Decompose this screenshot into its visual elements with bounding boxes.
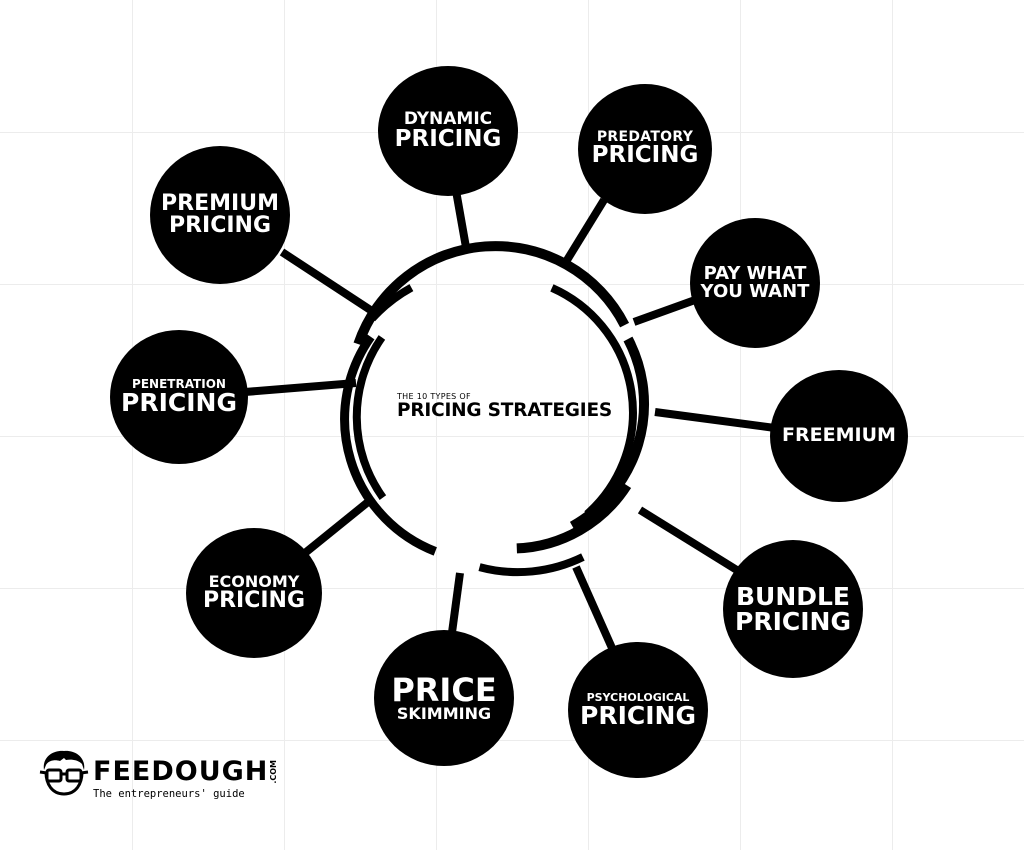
node-label-line2: PRICING [591,142,699,169]
feedough-logo[interactable]: FEEDOUGH .COM The entrepreneurs' guide [38,748,288,808]
node-skimming: PRICE SKIMMING [374,630,514,766]
hub-ring-outer [353,241,630,346]
hub-rings [340,241,650,577]
node-bundle: BUNDLE PRICING [723,540,863,678]
node-label-line2: PRICING [121,388,237,418]
node-freemium: FREEMIUM [770,370,908,502]
node-label-line1: PREMIUM [161,190,279,216]
node-label-line1: ECONOMY [208,571,300,591]
node-dynamic: DYNAMIC PRICING [378,66,518,196]
connector-skimming [447,572,464,641]
node-label-line2: PRICING [202,587,306,613]
node-label-line1: PSYCHOLOGICAL [586,690,690,704]
hub-ring-topleft [369,284,414,322]
node-label-line2: PRICING [580,700,696,730]
node-label-line1: PRICE [391,670,497,709]
hub-ring-lower [516,482,632,554]
node-pay-what-you-want: PAY WHAT YOU WANT [690,218,820,348]
node-label-line2: PRICING [735,607,851,636]
center-pretitle: THE 10 TYPES OF [397,392,471,401]
connector-pay-what-you-want [632,296,697,326]
node-label-line1: BUNDLE [735,581,851,611]
hub-ring-left [352,335,387,500]
node-predatory: PREDATORY PRICING [578,84,712,214]
logo-tld: .COM [269,760,278,784]
node-label-line1: PENETRATION [132,377,226,392]
logo-name: FEEDOUGH [93,756,269,787]
node-penetration: PENETRATION PRICING [110,330,248,464]
connector-economy [297,498,371,561]
logo-tagline: The entrepreneurs' guide [93,788,245,800]
node-label-line2: YOU WANT [700,281,810,302]
center-main-title: PRICING STRATEGIES [397,400,613,421]
connector-penetration [244,379,357,396]
connectors [244,184,776,650]
hub-ring-left-outer [340,334,437,556]
logo-face-icon [39,750,89,796]
connector-bundle [637,506,743,576]
node-economy: ECONOMY PRICING [186,528,322,658]
node-psychological: PSYCHOLOGICAL PRICING [568,642,708,778]
node-label-line2: PRICING [168,213,272,238]
connector-freemium [654,408,776,432]
node-label-line2: SKIMMING [396,704,492,724]
hub-ring-inner-right [550,284,637,518]
connector-dynamic [451,184,471,254]
connector-predatory [560,197,608,268]
node-label-line1: FREEMIUM [782,424,896,447]
node-label-line2: PRICING [394,125,502,152]
node-premium: PREMIUM PRICING [150,146,290,284]
hub-ring-bottom [478,553,585,577]
connector-psychological [572,565,616,650]
node-label-line1: DYNAMIC [403,108,493,129]
center-title: THE 10 TYPES OF PRICING STRATEGIES [397,392,612,421]
node-label-line1: PREDATORY [596,129,694,146]
node-label-line1: PAY WHAT [703,262,807,284]
connector-premium [279,248,378,317]
